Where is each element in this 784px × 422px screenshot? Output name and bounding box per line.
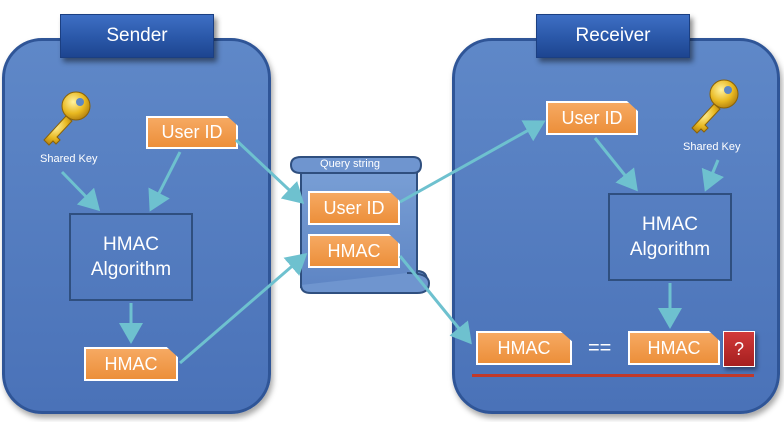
computed-hmac-tag: HMAC <box>628 331 720 365</box>
receiver-user-id-tag: User ID <box>546 101 638 135</box>
receiver-key-icon <box>691 79 739 134</box>
sender-key-icon <box>43 91 91 146</box>
scroll-icon <box>289 156 431 294</box>
sender-shared-key-label: Shared Key <box>40 153 98 165</box>
sender-hmac-tag: HMAC <box>84 347 178 381</box>
equals-operator: == <box>588 337 612 359</box>
query-string-title: Query string <box>320 158 380 170</box>
sender-hmac-algorithm-box: HMAC Algorithm <box>69 213 193 301</box>
comparison-underline <box>472 374 754 377</box>
receiver-algorithm-line1: HMAC <box>642 214 698 235</box>
sender-title: Sender <box>60 14 214 58</box>
receiver-algorithm-line2: Algorithm <box>629 239 711 260</box>
receiver-hmac-algorithm-box: HMAC Algorithm <box>608 193 732 281</box>
receiver-title: Receiver <box>536 14 690 58</box>
received-hmac-tag: HMAC <box>476 331 572 365</box>
query-user-id-tag: User ID <box>308 191 400 225</box>
sender-algorithm-line1: HMAC <box>103 234 159 255</box>
receiver-shared-key-label: Shared Key <box>683 141 741 153</box>
sender-algorithm-line2: Algorithm <box>90 259 172 280</box>
query-hmac-tag: HMAC <box>308 234 400 268</box>
question-mark-badge: ? <box>723 331 755 367</box>
sender-user-id-tag: User ID <box>146 116 238 149</box>
